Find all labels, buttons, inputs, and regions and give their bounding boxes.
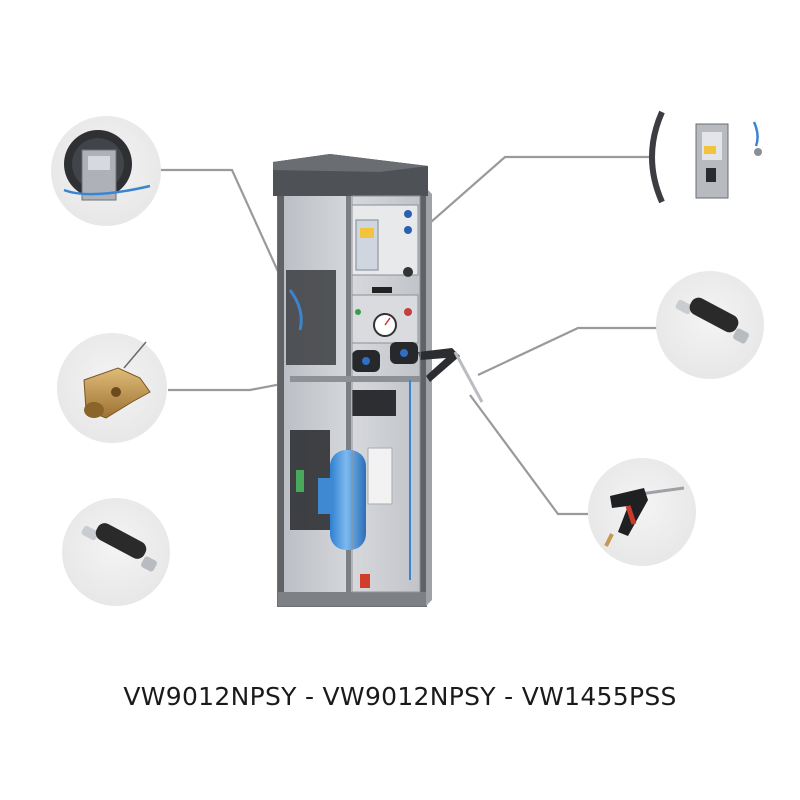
leader-line-spray-gun xyxy=(469,394,588,516)
hose-reel-icon xyxy=(63,130,151,201)
model-numbers-caption: VW9012NPSY - VW9012NPSY - VW1455PSS xyxy=(123,682,677,711)
brass-coupling-callout xyxy=(57,333,167,443)
spray-gun-icon xyxy=(604,486,685,547)
wash-station-cabinet xyxy=(273,154,484,607)
swivel-hose-icon xyxy=(81,523,157,572)
swivel-hose-lower-callout xyxy=(62,498,170,606)
swivel-hose-icon xyxy=(675,297,749,344)
coin-box-callout xyxy=(649,108,762,206)
leader-line-upper-hose xyxy=(477,326,658,376)
spray-gun-callout xyxy=(588,458,696,566)
brass-coupling-icon xyxy=(83,341,151,419)
coin-box-icon xyxy=(695,121,762,199)
swivel-hose-upper-callout xyxy=(656,271,764,379)
hose-reel-callout xyxy=(51,116,161,226)
